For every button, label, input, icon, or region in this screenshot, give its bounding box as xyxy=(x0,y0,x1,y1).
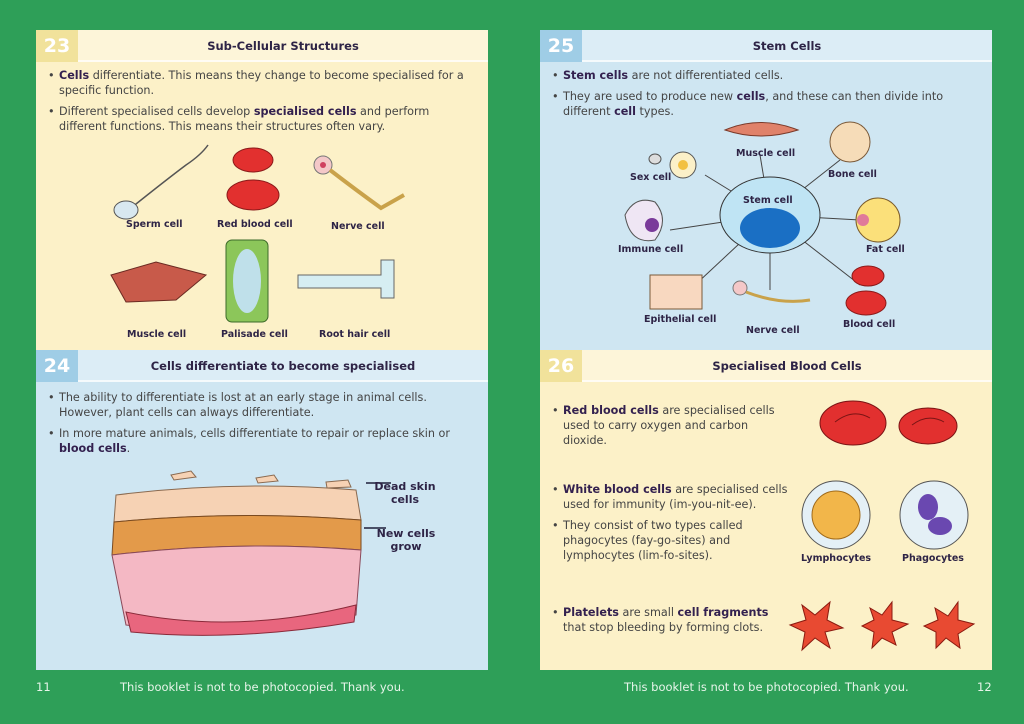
cell-illustrations xyxy=(110,144,405,323)
label-nerve-cell: Nerve cell xyxy=(746,325,800,336)
label-muscle-cell: Muscle cell xyxy=(127,329,187,340)
platelet-image xyxy=(788,600,976,652)
section-number: 23 xyxy=(36,30,78,62)
label-fat-cell: Fat cell xyxy=(866,244,905,255)
red-blood-cell-image xyxy=(819,400,958,446)
nerve-cell-image xyxy=(732,280,811,303)
label-muscle-cell: Muscle cell xyxy=(736,148,796,159)
sperm-cell-image xyxy=(113,144,209,220)
muscle-cell-image xyxy=(110,261,208,303)
label-immune-cell: Immune cell xyxy=(618,244,684,255)
bullet: White blood cells are specialised cells … xyxy=(552,482,792,512)
blood-cell-illustrations xyxy=(788,400,976,652)
label-dead-skin-cells: Dead skin cells xyxy=(374,480,436,506)
section-number: 24 xyxy=(36,350,78,382)
skin-cells-image xyxy=(111,470,391,636)
label-nerve-cell: Nerve cell xyxy=(331,221,385,232)
label-blood-cell: Blood cell xyxy=(843,319,896,330)
bullet: Red blood cells are specialised cells us… xyxy=(552,403,792,448)
section-title: Specialised Blood Cells xyxy=(712,359,862,373)
bullet: Platelets are small cell fragments that … xyxy=(552,605,792,635)
section-header: 24 Cells differentiate to become special… xyxy=(36,350,488,382)
label-bone-cell: Bone cell xyxy=(828,169,877,180)
label-stem-cell: Stem cell xyxy=(743,195,793,206)
bullet-list: Cells differentiate. This means they cha… xyxy=(48,68,478,140)
section-title: Cells differentiate to become specialise… xyxy=(150,359,416,373)
bullet: Different specialised cells develop spec… xyxy=(48,104,478,134)
stem-cell-image xyxy=(719,176,821,254)
phagocyte-image xyxy=(899,480,969,550)
bullet: They consist of two types called phagocy… xyxy=(552,518,792,563)
section-26: 26 Specialised Blood Cells Red blood cel… xyxy=(540,350,992,670)
page-number-right: 12 xyxy=(977,680,992,694)
page-number-left: 11 xyxy=(36,680,51,694)
label-sex-cell: Sex cell xyxy=(630,172,672,183)
bullet-list: The ability to differentiate is lost at … xyxy=(48,390,478,462)
bullet: They are used to produce new cells, and … xyxy=(552,89,982,119)
bone-cell-image xyxy=(829,121,871,163)
label-phagocytes: Phagocytes xyxy=(902,553,964,564)
label-new-cells-grow: New cells grow xyxy=(376,527,436,553)
root-hair-cell-image xyxy=(297,259,395,299)
label-sperm-cell: Sperm cell xyxy=(126,219,183,230)
palisade-cell-image xyxy=(225,239,269,323)
fat-cell-image xyxy=(855,197,901,243)
section-number: 25 xyxy=(540,30,582,62)
nerve-cell-image xyxy=(313,155,405,211)
section-23: 23 Sub-Cellular Structures Cells differe… xyxy=(36,30,488,350)
section-header: 26 Specialised Blood Cells xyxy=(540,350,992,382)
label-red-blood-cell: Red blood cell xyxy=(217,219,293,230)
bullet: Stem cells are not differentiated cells. xyxy=(552,68,982,83)
footer-notice-right: This booklet is not to be photocopied. T… xyxy=(624,680,909,694)
label-palisade-cell: Palisade cell xyxy=(221,329,288,340)
muscle-cell-image xyxy=(723,122,800,137)
bullet: The ability to differentiate is lost at … xyxy=(48,390,478,420)
section-number: 26 xyxy=(540,350,582,382)
bullet-list: White blood cells are specialised cells … xyxy=(552,482,792,569)
bullet-list: Stem cells are not differentiated cells.… xyxy=(552,68,982,125)
section-24: 24 Cells differentiate to become special… xyxy=(36,350,488,670)
section-title: Sub-Cellular Structures xyxy=(207,39,359,53)
label-root-hair-cell: Root hair cell xyxy=(319,329,391,340)
bullet-list: Red blood cells are specialised cells us… xyxy=(552,403,792,454)
section-header: 25 Stem Cells xyxy=(540,30,992,62)
section-title: Stem Cells xyxy=(752,39,822,53)
bullet: Cells differentiate. This means they cha… xyxy=(48,68,478,98)
blood-cell-image xyxy=(845,265,887,316)
section-25: 25 Stem Cells Stem cells are not differe… xyxy=(540,30,992,350)
label-epithelial-cell: Epithelial cell xyxy=(644,314,717,325)
lymphocyte-image xyxy=(801,480,871,550)
epithelial-cell-image xyxy=(649,274,703,310)
red-blood-cell-image xyxy=(226,147,280,211)
bullet: In more mature animals, cells differenti… xyxy=(48,426,478,456)
footer-notice-left: This booklet is not to be photocopied. T… xyxy=(120,680,405,694)
label-lymphocytes: Lymphocytes xyxy=(801,553,872,564)
immune-cell-image xyxy=(624,199,663,242)
section-header: 23 Sub-Cellular Structures xyxy=(36,30,488,62)
sex-cell-image xyxy=(648,151,697,179)
stem-cell-diagram xyxy=(624,121,901,316)
bullet-list: Platelets are small cell fragments that … xyxy=(552,605,792,641)
